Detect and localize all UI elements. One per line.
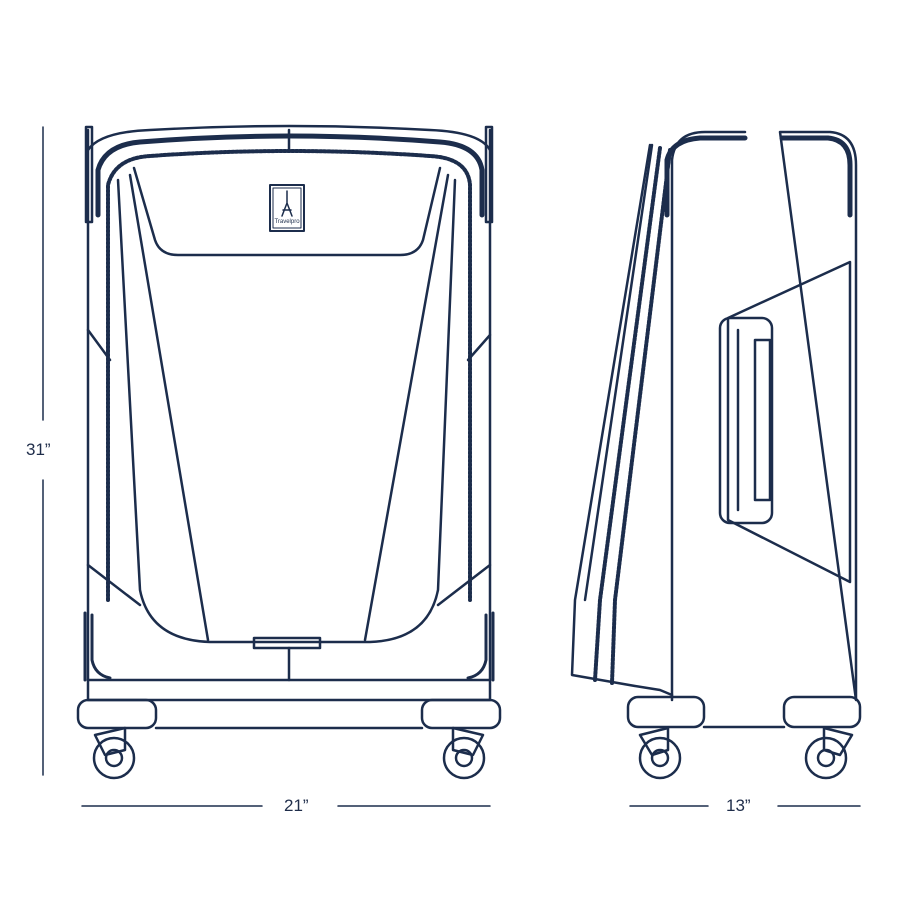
- front-left-wheel: [92, 726, 136, 780]
- front-right-wheel: [442, 726, 486, 780]
- side-carry-handle: [718, 316, 774, 525]
- eiffel-tower-icon: [281, 190, 293, 217]
- logo-text: Travelpro: [274, 219, 300, 225]
- side-right-wheel: [804, 726, 854, 780]
- side-view: [570, 130, 862, 780]
- travelpro-logo: [269, 184, 305, 232]
- height-label: 31”: [22, 440, 55, 460]
- front-view: [76, 124, 502, 780]
- side-left-wheel: [638, 726, 682, 780]
- depth-label: 13”: [722, 796, 755, 816]
- width-label: 21”: [280, 796, 313, 816]
